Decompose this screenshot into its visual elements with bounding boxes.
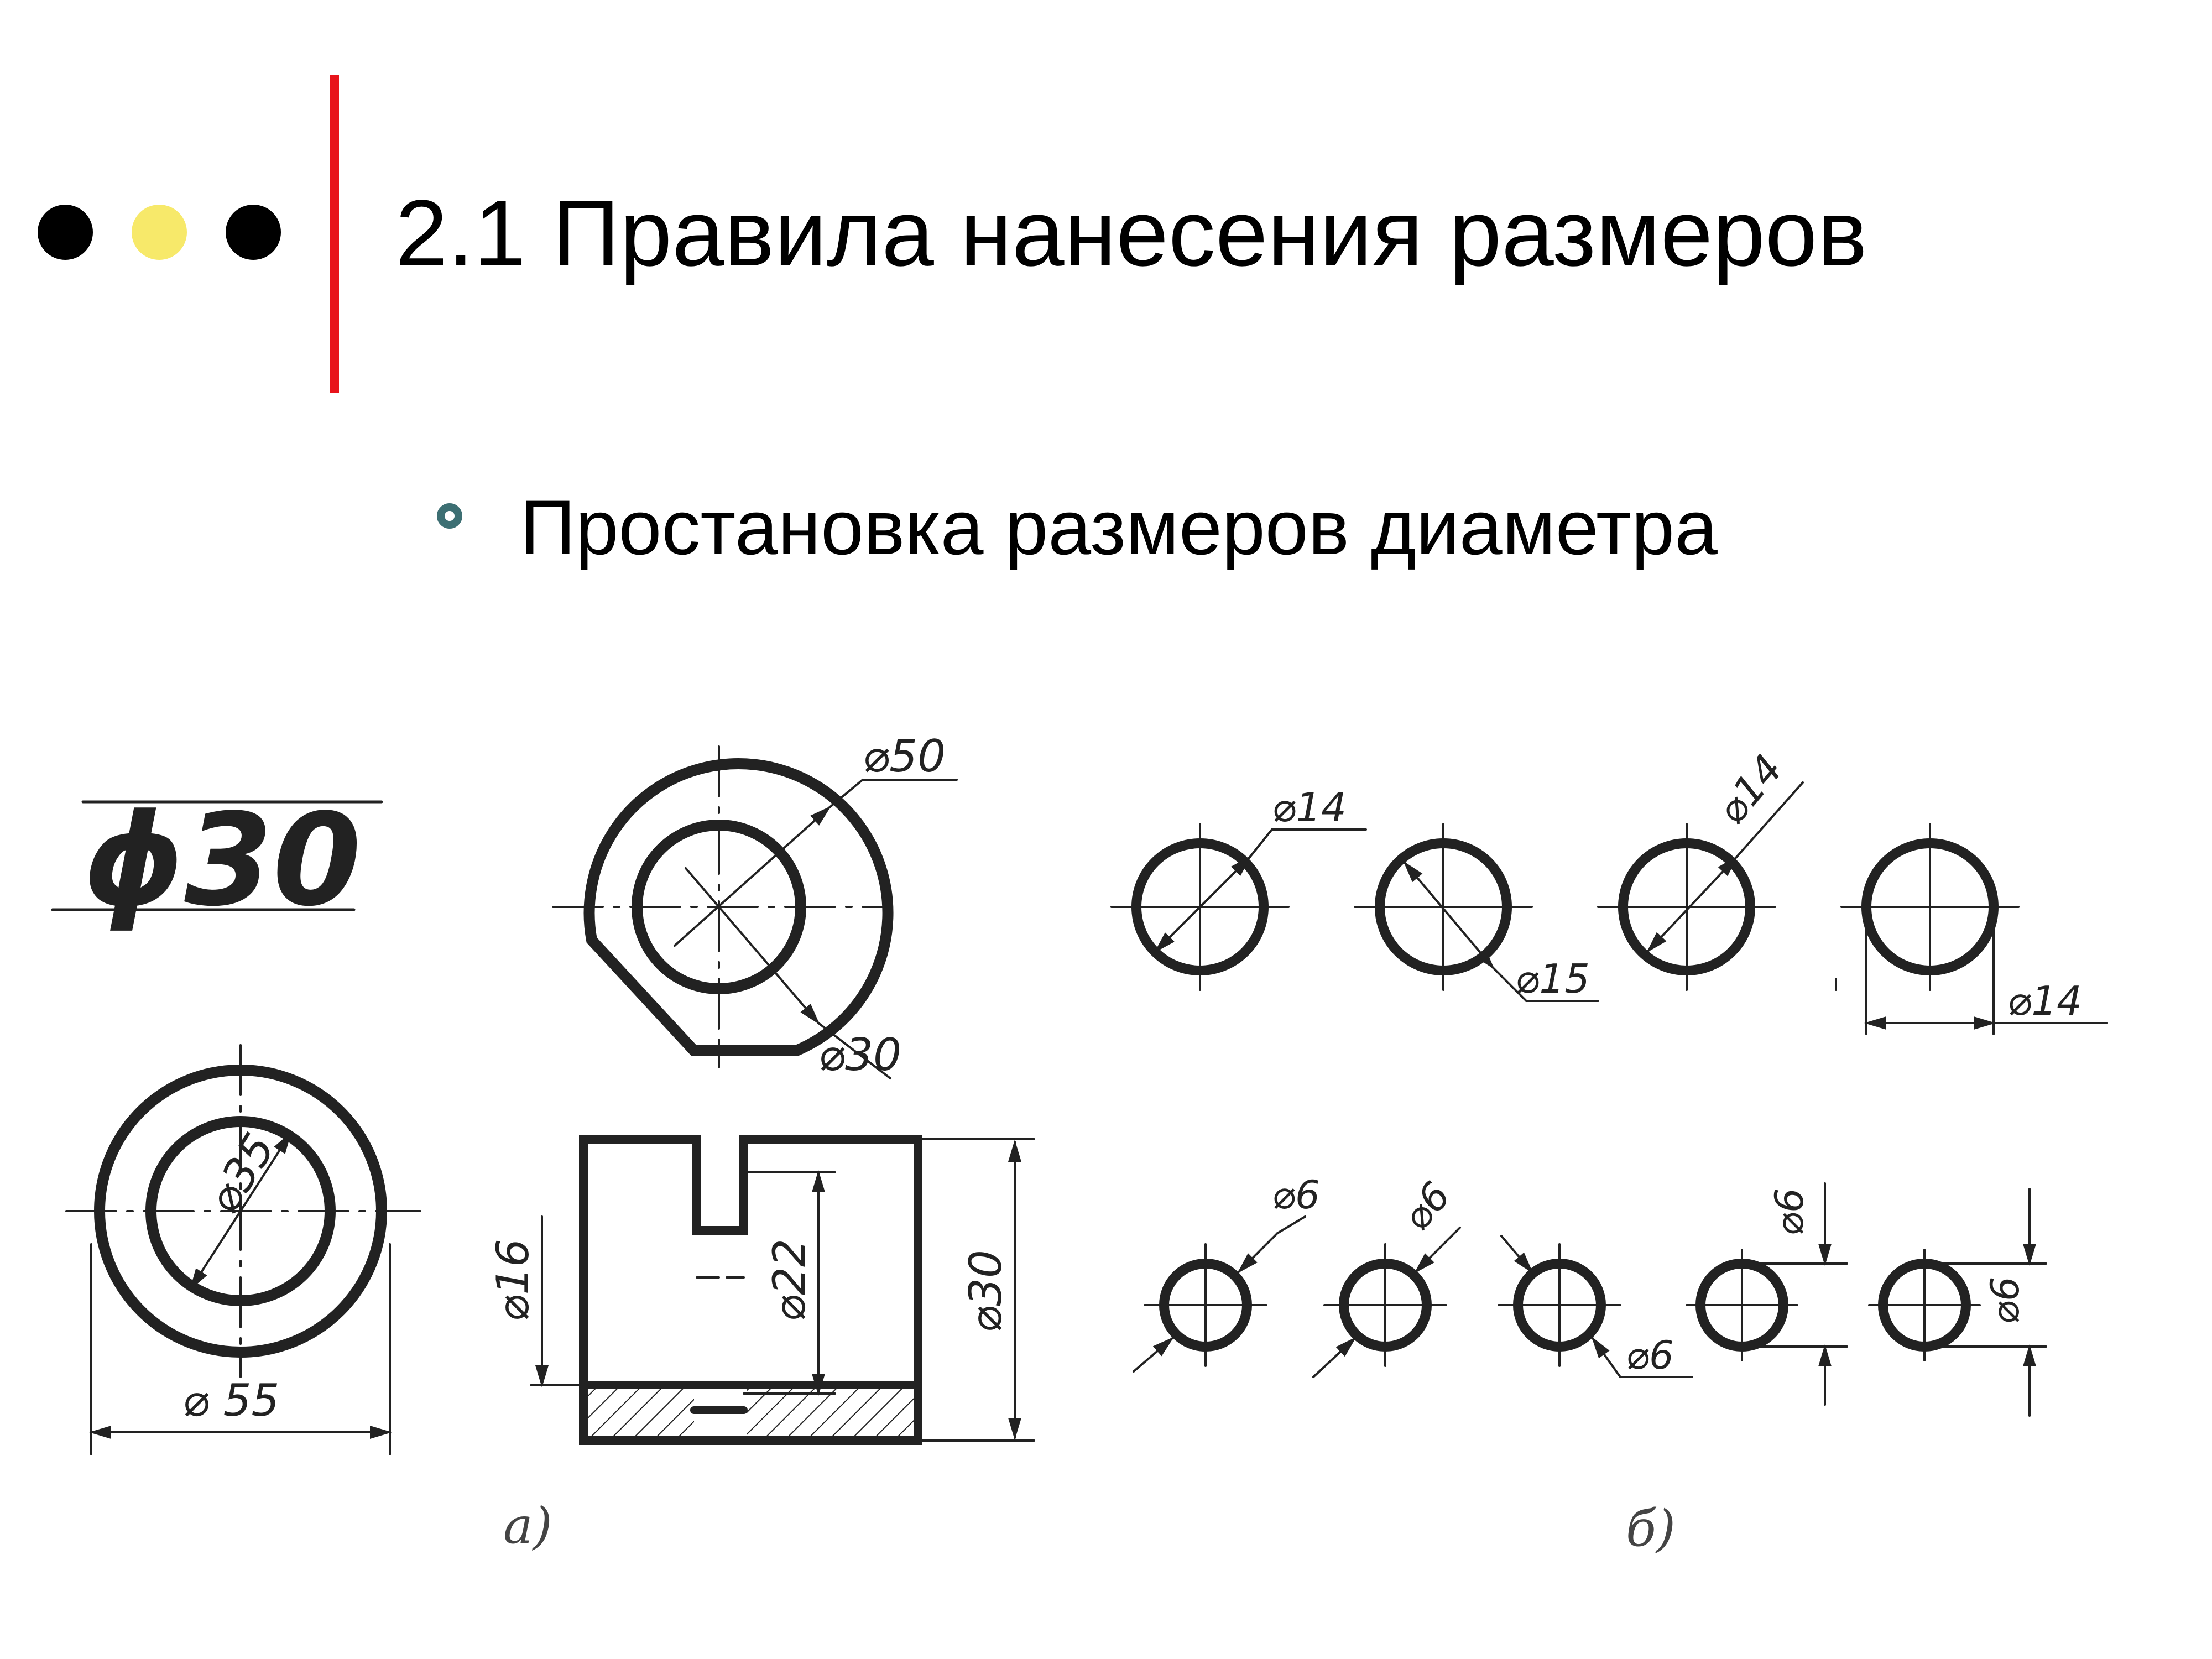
small4-dim: ⌀6: [1767, 1188, 1812, 1236]
circle1-dim: ⌀14: [1272, 784, 1347, 831]
title-divider-bar: [330, 75, 339, 393]
technical-drawing: ϕ30 ⌀35 ⌀ 55 ⌀50 ⌀30 ⌀16 ⌀22 ⌀30 ⌀14 ⌀15…: [51, 731, 2108, 1558]
caption-a: а): [503, 1497, 552, 1555]
caption-b: б): [1626, 1500, 1676, 1558]
section-right-dim: ⌀30: [960, 1250, 1011, 1333]
washer-outer-dim: ⌀ 55: [182, 1375, 279, 1426]
bullet-dot-black-1: [38, 205, 93, 260]
small1-dim: ⌀6: [1272, 1172, 1320, 1218]
section-mid-dim: ⌀22: [764, 1239, 815, 1322]
bullet-dot-black-2: [226, 205, 281, 260]
circle-row-small: [1133, 1182, 2047, 1417]
washer-view: [65, 1044, 421, 1455]
circle3-dim: ⌀14: [1708, 746, 1792, 833]
section-view: [530, 1135, 1035, 1445]
washer-inner-dim: ⌀35: [197, 1125, 285, 1222]
small3-dim: ⌀6: [1626, 1333, 1674, 1378]
bullet-ring-icon: [437, 503, 462, 529]
circle4-dim: ⌀14: [2007, 978, 2082, 1024]
circle-row-large: [1110, 781, 2108, 1035]
small5-dim: ⌀6: [1983, 1276, 2028, 1324]
cam-outer-dim: ⌀50: [863, 731, 946, 782]
circle2-dim: ⌀15: [1515, 956, 1590, 1002]
cam-view: [552, 745, 958, 1079]
small2-dim: ⌀6: [1394, 1173, 1459, 1239]
sample-diameter-label: ϕ30: [83, 787, 361, 935]
bullet-dot-yellow: [132, 205, 187, 260]
bullet-text: Простановка размеров диаметра: [520, 484, 1718, 571]
slide-title: 2.1 Правила нанесения размеров: [395, 181, 1867, 286]
cam-inner-dim: ⌀30: [818, 1029, 901, 1081]
section-left-dim: ⌀16: [487, 1239, 539, 1322]
